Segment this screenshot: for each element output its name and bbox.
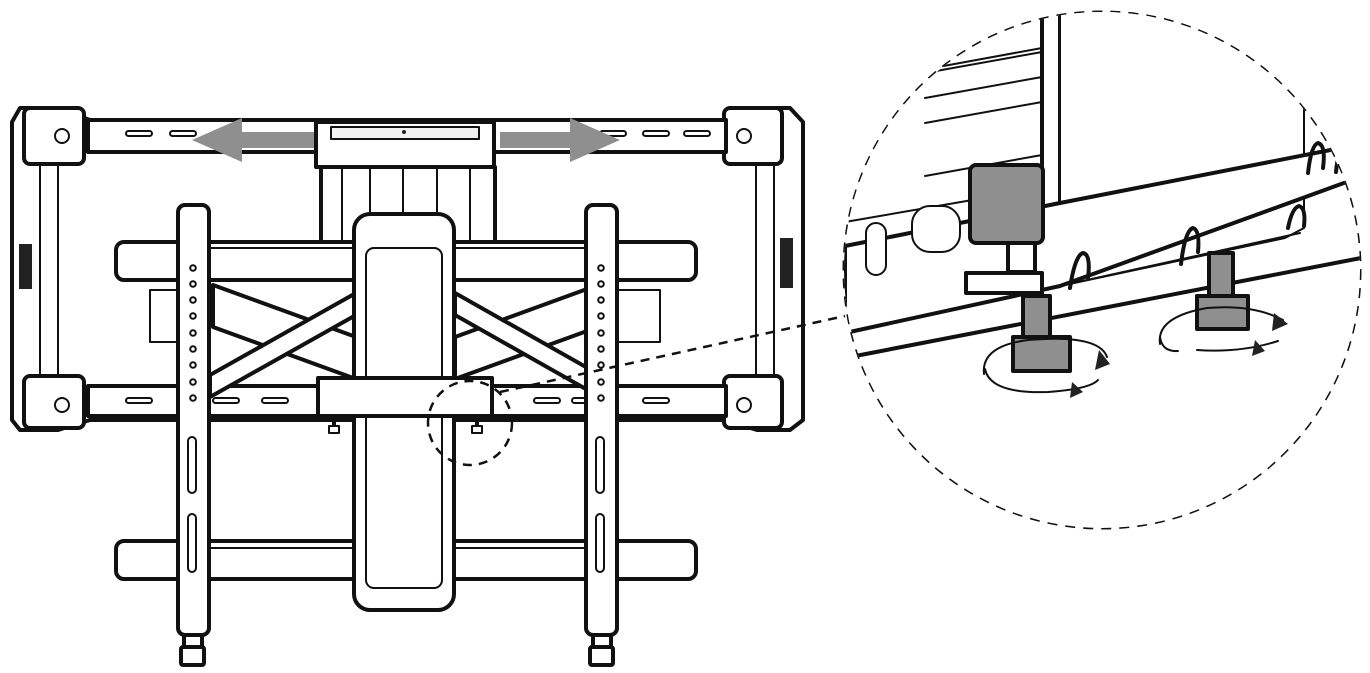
zoom-content xyxy=(844,12,1360,528)
bottom-right-corner-bracket xyxy=(722,374,784,430)
small-callout-circle xyxy=(426,379,514,467)
rotation-arrows-left xyxy=(982,337,1110,398)
bottom-right-screw-hole xyxy=(736,397,752,413)
sliding-direction-arrows xyxy=(192,118,620,162)
rotate-clockwise-icon xyxy=(982,337,1108,375)
callout-leader-line xyxy=(499,314,846,394)
detail-callout xyxy=(426,314,846,467)
left-arrow-icon xyxy=(192,118,318,162)
rotate-counterclockwise-icon xyxy=(1159,336,1279,353)
articulating-arm-cross xyxy=(149,283,661,399)
top-right-screw-hole xyxy=(736,128,752,144)
bottom-left-corner-bracket xyxy=(22,374,86,430)
left-vertical-tv-bracket xyxy=(176,203,211,667)
vertical-logo-right xyxy=(780,238,793,288)
lower-center-adjusters xyxy=(316,376,494,434)
vertical-logo-left xyxy=(19,244,32,289)
bottom-left-screw-hole xyxy=(54,397,70,413)
top-right-corner-bracket xyxy=(722,106,784,166)
rotate-counterclockwise-icon xyxy=(984,368,1099,394)
rotation-arrows-right xyxy=(1158,306,1288,356)
top-left-screw-hole xyxy=(54,128,70,144)
right-arrow-icon xyxy=(500,118,620,162)
right-vertical-tv-bracket xyxy=(584,203,619,667)
rotate-clockwise-icon xyxy=(1158,306,1284,345)
brand-marks xyxy=(19,238,793,289)
zoomed-detail xyxy=(842,10,1362,530)
